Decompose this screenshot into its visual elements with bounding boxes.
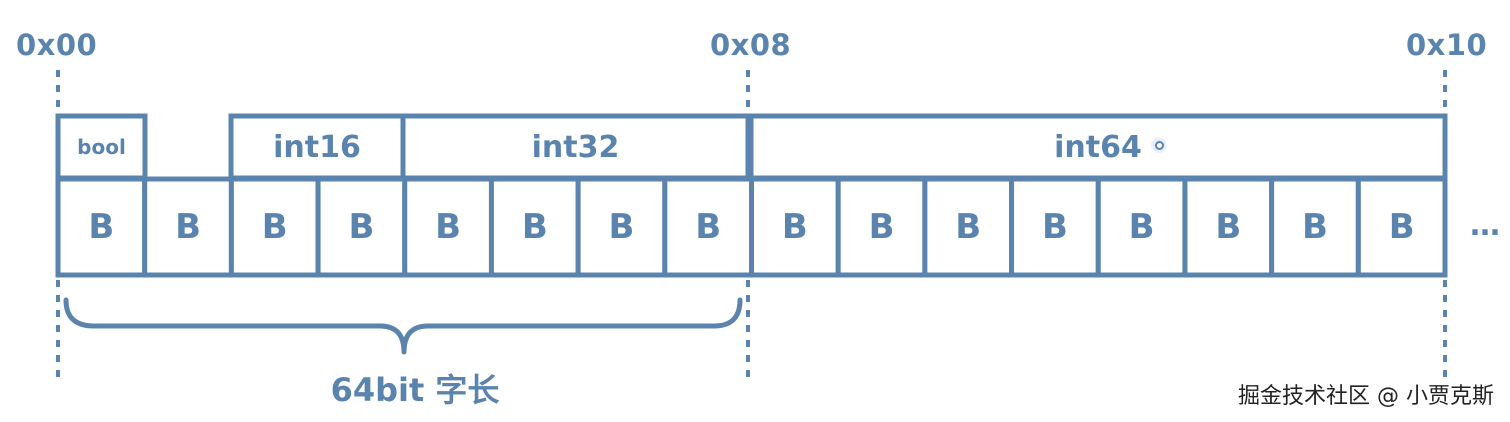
byte-cell	[749, 176, 841, 278]
byte-label: B	[521, 207, 548, 247]
type-label-int16: int16	[273, 129, 361, 165]
byte-label: B	[1215, 207, 1242, 247]
byte-cell	[575, 176, 668, 278]
byte-cell	[315, 176, 408, 278]
byte-label: B	[608, 207, 635, 247]
byte-cell	[1182, 176, 1275, 278]
watermark: 掘金技术社区 @ 小贾克斯	[1238, 384, 1494, 409]
byte-label: B	[348, 207, 375, 247]
byte-label: B	[868, 207, 895, 247]
byte-label: B	[435, 207, 462, 247]
byte-cell	[142, 176, 234, 278]
type-box-int16	[228, 113, 406, 181]
byte-label: B	[1302, 207, 1328, 247]
byte-label: B	[781, 207, 808, 247]
type-label-int64: int64	[1054, 129, 1142, 165]
address-label-0x00: 0x00	[16, 28, 98, 62]
word-brace	[63, 297, 743, 355]
type-box-int32	[400, 113, 751, 181]
byte-cell	[1269, 176, 1361, 278]
byte-label: B	[955, 207, 982, 247]
byte-label: B	[1388, 207, 1415, 247]
byte-cell	[835, 176, 928, 278]
continuation-ellipsis: …	[1470, 208, 1501, 243]
byte-cell	[1355, 176, 1448, 278]
byte-label: B	[88, 207, 115, 247]
byte-label: B	[1041, 207, 1068, 247]
byte-label: B	[695, 207, 722, 247]
byte-label: B	[175, 207, 201, 247]
address-label-0x10: 0x10	[1406, 28, 1488, 62]
cursor-indicator	[1151, 137, 1167, 153]
byte-row	[55, 176, 1448, 278]
type-box-bool	[55, 113, 148, 181]
type-label-bool: bool	[77, 135, 126, 159]
byte-label: B	[1128, 207, 1155, 247]
byte-cell	[488, 176, 581, 278]
type-label-int32: int32	[531, 129, 620, 165]
word-size-label: 64bit 字长	[330, 371, 500, 409]
byte-cell	[55, 176, 148, 278]
byte-cell	[662, 176, 754, 278]
byte-cell	[1009, 176, 1101, 278]
address-label-0x08: 0x08	[710, 28, 792, 62]
byte-cell	[922, 176, 1015, 278]
byte-cell	[1095, 176, 1188, 278]
byte-label: B	[261, 207, 288, 247]
